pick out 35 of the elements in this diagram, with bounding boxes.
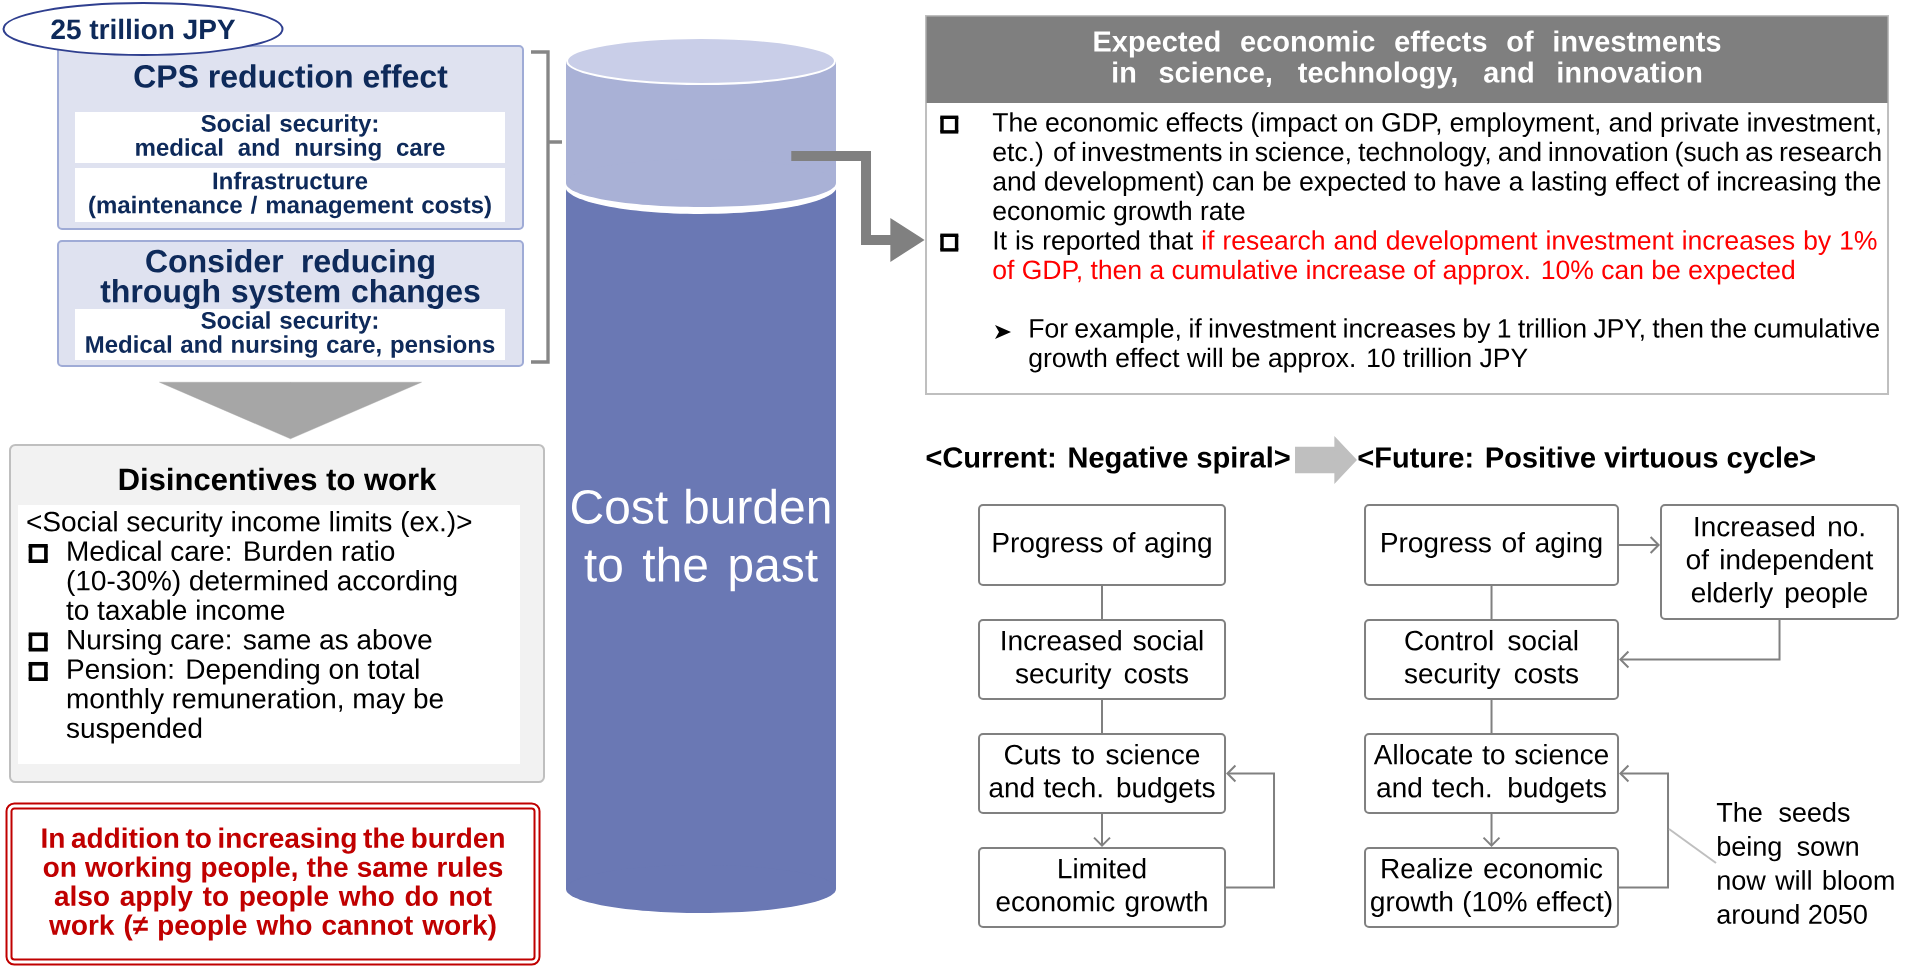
bullet-item: The economic effects (impact on GDP, employment, and private investment, etc.) of investments in science, technology, and innovation (such as research and development) can be expected to have a lasting effect of increasing the economic growth rate [940,112,1881,226]
connector [1101,699,1103,734]
feedback-arrow [1225,764,1275,889]
process-box: Allocate to science and tech. budgets [1364,733,1619,814]
arrow [1619,619,1781,669]
process-box: Progress of aging [1364,504,1619,586]
process-box: Increased no. of independent elderly people [1660,504,1899,620]
arrow [1093,813,1111,847]
process-box: Progress of aging [978,504,1226,586]
leader-line [1668,828,1717,864]
header-band: Expected economic effects of investments in science, technology, and innovation [926,16,1888,103]
section-heading: <Current: Negative spiral> [926,446,1290,474]
cylinder: Cost burden to the past [565,37,837,913]
note-text: The seeds being sown now will bloom around 2050 [1716,802,1894,924]
sub-bullet-item: For example, if investment increases by 1 trillion JPY, then the cumulative growth effect will be approx. 10 trillion JPY [995,318,1879,373]
process-box: Limited economic growth [978,847,1226,928]
chevron-arrow [159,381,422,439]
info-panel [925,15,1889,395]
arrow [1482,813,1501,847]
connector [1101,585,1103,620]
connector [1490,585,1493,620]
arrow [1618,536,1661,554]
process-box: Control social security costs [1364,619,1619,700]
bullet-item: It is reported that if research and development investment increases by 1% of GDP, then a cumulative increase of approx. 10% can be expected [940,230,1877,285]
section-heading: <Future: Positive virtuous cycle> [1358,446,1815,474]
connector [1490,699,1493,734]
warning-box: In addition to increasing the burden on working people, the same rules also apply to people who do not work (≠ people who cannot work) [5,802,541,966]
item-panel: Social security: medical and nursing care [75,112,505,163]
list-panel: <Social security income limits (ex.)> Medical care: Burden ratio (10-30%) determined according to taxable income Nursing care: same as above Pension: Depending on total monthly remuneration, may be suspended [18,505,520,764]
process-box: Realize economic growth (10% effect) [1364,847,1619,928]
item-panel: Social security: Medical and nursing care, pensions [75,309,505,360]
process-box: Cuts to science and tech. budgets [978,733,1226,814]
process-box: Increased social security costs [978,619,1226,700]
item-panel: Infrastructure (maintenance / management costs) [75,168,505,222]
feedback-arrow [1618,764,1669,889]
